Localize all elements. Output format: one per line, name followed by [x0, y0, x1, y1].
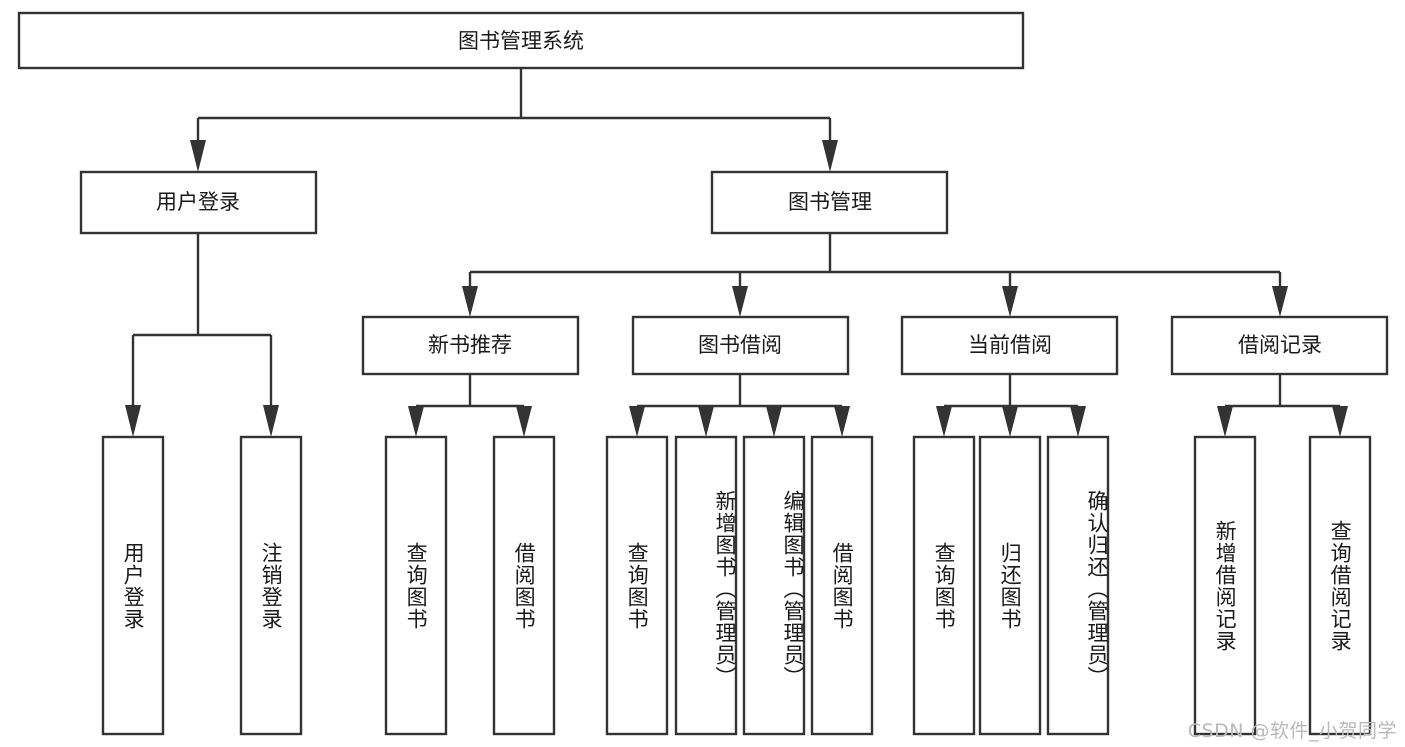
connector-current-borrow-to-leaves: [936, 374, 1086, 437]
node-borrow-record[interactable]: 借阅记录: [1170, 315, 1389, 376]
arrow-to-leaf-borrow-book-b: [834, 406, 850, 437]
leaf-box-return-book[interactable]: [978, 435, 1042, 736]
leaf-box-query-book-c[interactable]: [912, 435, 976, 736]
node-new-book-recommend[interactable]: 新书推荐: [361, 315, 580, 376]
arrow-to-user-login: [190, 140, 206, 172]
node-book-borrow-label: 图书借阅: [698, 333, 782, 357]
arrow-to-leaf-add-record: [1217, 406, 1233, 437]
arrow-to-leaf-query-book-b: [629, 406, 645, 437]
node-root-label: 图书管理系统: [458, 29, 584, 53]
leaf-box-borrow-book-a[interactable]: [492, 435, 556, 736]
node-new-book-recommend-label: 新书推荐: [428, 333, 512, 357]
leaf-box-edit-book[interactable]: [742, 435, 806, 736]
arrow-to-leaf-borrow-book-a: [516, 406, 532, 437]
leaf-box-query-book-b[interactable]: [605, 435, 669, 736]
connector-book-mgmt-to-level3: [462, 233, 1288, 317]
leaf-box-logout[interactable]: [239, 435, 303, 736]
leaf-box-query-book-a[interactable]: [384, 435, 448, 736]
node-user-login[interactable]: 用户登录: [79, 170, 318, 235]
connector-new-book-to-leaves: [408, 374, 532, 437]
leaf-box-add-book[interactable]: [674, 435, 738, 736]
arrow-to-leaf-query-book-a: [408, 406, 424, 437]
arrow-to-leaf-confirm-return: [1070, 406, 1086, 437]
arrow-to-leaf-query-record: [1332, 406, 1348, 437]
arrow-to-book-borrow: [732, 286, 748, 317]
arrow-to-leaf-return-book: [1002, 406, 1018, 437]
node-current-borrow-box: [900, 315, 1119, 376]
arrow-to-borrow-record: [1272, 286, 1288, 317]
arrow-to-leaf-add-book: [698, 406, 714, 437]
node-borrow-record-box: [1170, 315, 1389, 376]
arrow-to-leaf-edit-book: [766, 406, 782, 437]
leaf-box-borrow-book-b[interactable]: [810, 435, 874, 736]
arrow-to-new-book: [462, 286, 478, 317]
node-current-borrow-label: 当前借阅: [968, 333, 1052, 357]
csdn-watermark: CSDN @软件_小贺同学: [1187, 720, 1397, 742]
arrow-to-leaf-query-book-c: [936, 406, 952, 437]
arrow-to-leaf-user-login: [125, 405, 141, 437]
connector-root-to-level2: [190, 68, 838, 172]
node-new-book-recommend-box: [361, 315, 580, 376]
node-book-borrow[interactable]: 图书借阅: [631, 315, 850, 376]
node-book-borrow-box: [631, 315, 850, 376]
arrow-to-current-borrow: [1002, 286, 1018, 317]
node-book-management-box: [710, 170, 949, 235]
leaf-box-confirm-return[interactable]: [1046, 435, 1110, 736]
node-user-login-label: 用户登录: [156, 190, 240, 214]
leaf-box-add-record[interactable]: [1193, 435, 1257, 736]
arrow-to-book-mgmt: [822, 140, 838, 172]
leaf-box-user-login[interactable]: [101, 435, 165, 736]
arrow-to-leaf-logout: [263, 405, 279, 437]
node-root-box: [17, 11, 1025, 70]
connector-user-login-to-leaves: [125, 233, 279, 437]
node-current-borrow[interactable]: 当前借阅: [900, 315, 1119, 376]
connector-borrow-record-to-leaves: [1217, 374, 1348, 437]
node-book-management[interactable]: 图书管理: [710, 170, 949, 235]
node-borrow-record-label: 借阅记录: [1238, 333, 1322, 357]
connector-book-borrow-to-leaves: [629, 374, 850, 437]
node-root[interactable]: 图书管理系统: [17, 11, 1025, 70]
leaf-box-query-record[interactable]: [1308, 435, 1372, 736]
node-book-management-label: 图书管理: [788, 190, 872, 214]
